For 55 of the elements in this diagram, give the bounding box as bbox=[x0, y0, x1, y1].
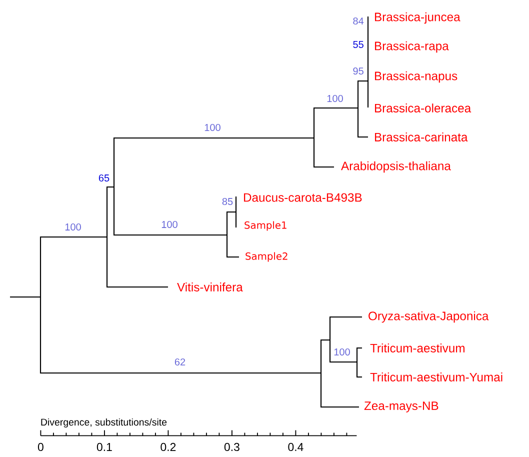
branch-line bbox=[320, 406, 360, 408]
tick-label: 0.3 bbox=[224, 442, 240, 452]
tick-label: 0 bbox=[38, 442, 44, 452]
clade-line bbox=[320, 340, 322, 408]
branch-line bbox=[106, 186, 114, 188]
bootstrap-value: 65 bbox=[98, 174, 110, 182]
taxon-label: Oryza-sativa-Japonica bbox=[368, 311, 489, 323]
taxon-label: Brassica-carinata bbox=[375, 132, 468, 142]
taxon-label: Sample1 bbox=[244, 221, 286, 231]
taxon-label: Brassica-juncea bbox=[375, 12, 460, 24]
bootstrap-value: 100 bbox=[204, 124, 220, 132]
clade-line bbox=[313, 108, 315, 168]
clade-line bbox=[106, 186, 108, 288]
taxon-label: Triticum-aestivum bbox=[370, 344, 464, 352]
clade-line bbox=[40, 236, 42, 374]
clade-line bbox=[356, 348, 358, 378]
bootstrap-value: 62 bbox=[174, 358, 186, 366]
bootstrap-value: 100 bbox=[327, 94, 343, 102]
taxon-label: Daucus-carota-B493B bbox=[244, 193, 362, 202]
bootstrap-value: 84 bbox=[353, 17, 364, 25]
taxon-label: Brassica-oleracea bbox=[375, 104, 472, 112]
taxon-label: Zea-mays-NB bbox=[364, 402, 438, 412]
branch-line bbox=[330, 316, 362, 318]
clade-line bbox=[235, 196, 237, 228]
branch-line bbox=[358, 136, 368, 138]
bootstrap-value: 100 bbox=[334, 348, 350, 356]
taxon-label: Triticum-aestivum-Yumai bbox=[370, 372, 502, 382]
clade-line bbox=[367, 16, 369, 108]
clade-line bbox=[357, 80, 359, 138]
bootstrap-value: 95 bbox=[353, 67, 364, 75]
tick-label: 0.4 bbox=[288, 442, 304, 452]
clade-line bbox=[113, 138, 115, 236]
taxon-label: Vitis-vinifera bbox=[177, 282, 243, 292]
taxon-label: Sample2 bbox=[246, 252, 288, 262]
taxon-label: Arabidopsis-thaliana bbox=[341, 161, 451, 173]
branch-line bbox=[314, 166, 334, 168]
branch-line bbox=[114, 234, 228, 236]
branch-line bbox=[40, 372, 322, 374]
axis-title: Divergence, substitutions/site bbox=[41, 418, 167, 428]
branch-line bbox=[106, 286, 168, 288]
bootstrap-value: 100 bbox=[65, 223, 81, 231]
clade-line bbox=[226, 212, 228, 258]
tick-label: 0.1 bbox=[96, 442, 112, 452]
clade-line bbox=[329, 316, 331, 362]
bootstrap-value: 100 bbox=[162, 220, 178, 228]
branch-line bbox=[356, 376, 362, 378]
bootstrap-value: 55 bbox=[353, 41, 364, 48]
branch-line bbox=[10, 296, 41, 298]
bootstrap-value: 85 bbox=[222, 198, 233, 206]
taxon-label: Brassica-rapa bbox=[375, 41, 449, 53]
branch-line bbox=[226, 256, 240, 258]
tick-label: 0.2 bbox=[160, 442, 176, 452]
branch-line bbox=[40, 236, 108, 238]
branch-line bbox=[358, 80, 368, 82]
taxon-label: Brassica-napus bbox=[375, 71, 458, 83]
